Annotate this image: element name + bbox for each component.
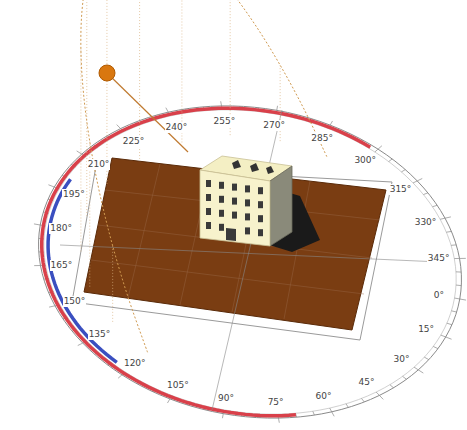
ring-tick xyxy=(454,258,466,259)
window xyxy=(219,210,224,217)
roof-openings xyxy=(232,160,274,174)
ring-tick xyxy=(403,376,407,379)
hour-drop-line xyxy=(80,50,81,252)
hour-drop-line xyxy=(86,0,87,216)
hour-drop-line xyxy=(112,246,113,323)
ground-grid xyxy=(91,164,380,319)
window xyxy=(232,212,237,219)
ring-tick xyxy=(440,217,451,219)
azimuth-label: 225° xyxy=(122,136,146,147)
ring-tick xyxy=(451,311,456,312)
azimuth-label: 180° xyxy=(49,223,73,234)
azimuth-label: 45° xyxy=(357,377,375,388)
ring-tick xyxy=(414,367,423,373)
window xyxy=(258,229,263,236)
sun-path-curve xyxy=(81,0,328,352)
azimuth-label: 240° xyxy=(165,122,189,133)
window xyxy=(232,184,237,191)
ring-tick xyxy=(389,159,393,162)
sun-ray xyxy=(107,73,188,152)
building-side xyxy=(270,166,292,246)
azimuth-label: 15° xyxy=(417,324,435,335)
azimuth-label: 315° xyxy=(389,184,413,195)
ring-tick xyxy=(313,411,315,415)
azimuth-label: 30° xyxy=(392,354,410,365)
azimuth-label: 135° xyxy=(88,329,112,340)
window xyxy=(219,182,224,189)
ring-tick xyxy=(456,271,461,272)
azimuth-label: 90° xyxy=(217,393,235,404)
azimuth-label: 255° xyxy=(213,116,237,127)
ring-tick xyxy=(330,408,334,416)
window xyxy=(219,224,224,231)
azimuth-label: 345° xyxy=(427,253,451,264)
azimuth-label: 270° xyxy=(262,120,286,131)
azimuth-label: 195° xyxy=(62,189,86,200)
ring-tick xyxy=(432,205,437,206)
window xyxy=(232,198,237,205)
sun-path xyxy=(81,0,328,352)
ring-tick xyxy=(424,357,428,359)
azimuth-label: 165° xyxy=(50,260,74,271)
ring-tick xyxy=(413,178,422,182)
ring-tick xyxy=(390,385,394,388)
window xyxy=(245,227,250,234)
ground-plate xyxy=(84,158,386,330)
window xyxy=(245,185,250,192)
azimuth-label: 300° xyxy=(353,155,377,166)
ring-tick xyxy=(447,323,452,325)
azimuth-label: 105° xyxy=(166,380,190,391)
building-door xyxy=(226,228,236,241)
window xyxy=(206,208,211,215)
ring-tick xyxy=(401,170,405,172)
window xyxy=(258,187,263,194)
ring-tick xyxy=(423,193,427,195)
hour-drop-line xyxy=(106,0,107,184)
ring-tick xyxy=(456,285,461,287)
window xyxy=(219,196,224,203)
inner-ring xyxy=(44,110,456,414)
azimuth-label: 285° xyxy=(310,133,334,144)
azimuth-ring xyxy=(34,101,466,422)
window xyxy=(206,180,211,187)
ring-tick xyxy=(361,398,364,401)
azimuth-label: 150° xyxy=(63,296,87,307)
outer-ring xyxy=(39,106,462,418)
ring-tick xyxy=(451,244,456,245)
ring-tick xyxy=(455,298,467,300)
window xyxy=(206,222,211,229)
azimuth-label: 330° xyxy=(414,217,438,228)
azimuth-label: 60° xyxy=(315,391,333,402)
ring-tick xyxy=(376,392,383,399)
azimuth-label: 210° xyxy=(87,159,111,170)
ring-tick xyxy=(446,231,451,233)
azimuth-label: 75° xyxy=(267,397,285,408)
window xyxy=(206,194,211,201)
building-windows xyxy=(206,180,263,236)
ring-tick xyxy=(346,404,348,408)
ring-tick xyxy=(441,335,452,339)
azimuth-label: 0° xyxy=(433,290,445,301)
window xyxy=(245,199,250,206)
ring-tick xyxy=(433,346,438,348)
azimuth-label: 120° xyxy=(123,358,147,369)
ring-tick xyxy=(375,146,382,152)
hour-drop-line xyxy=(139,0,140,159)
building-front xyxy=(200,170,270,246)
sun xyxy=(99,65,115,81)
window xyxy=(245,213,250,220)
window xyxy=(258,215,263,222)
window xyxy=(258,201,263,208)
